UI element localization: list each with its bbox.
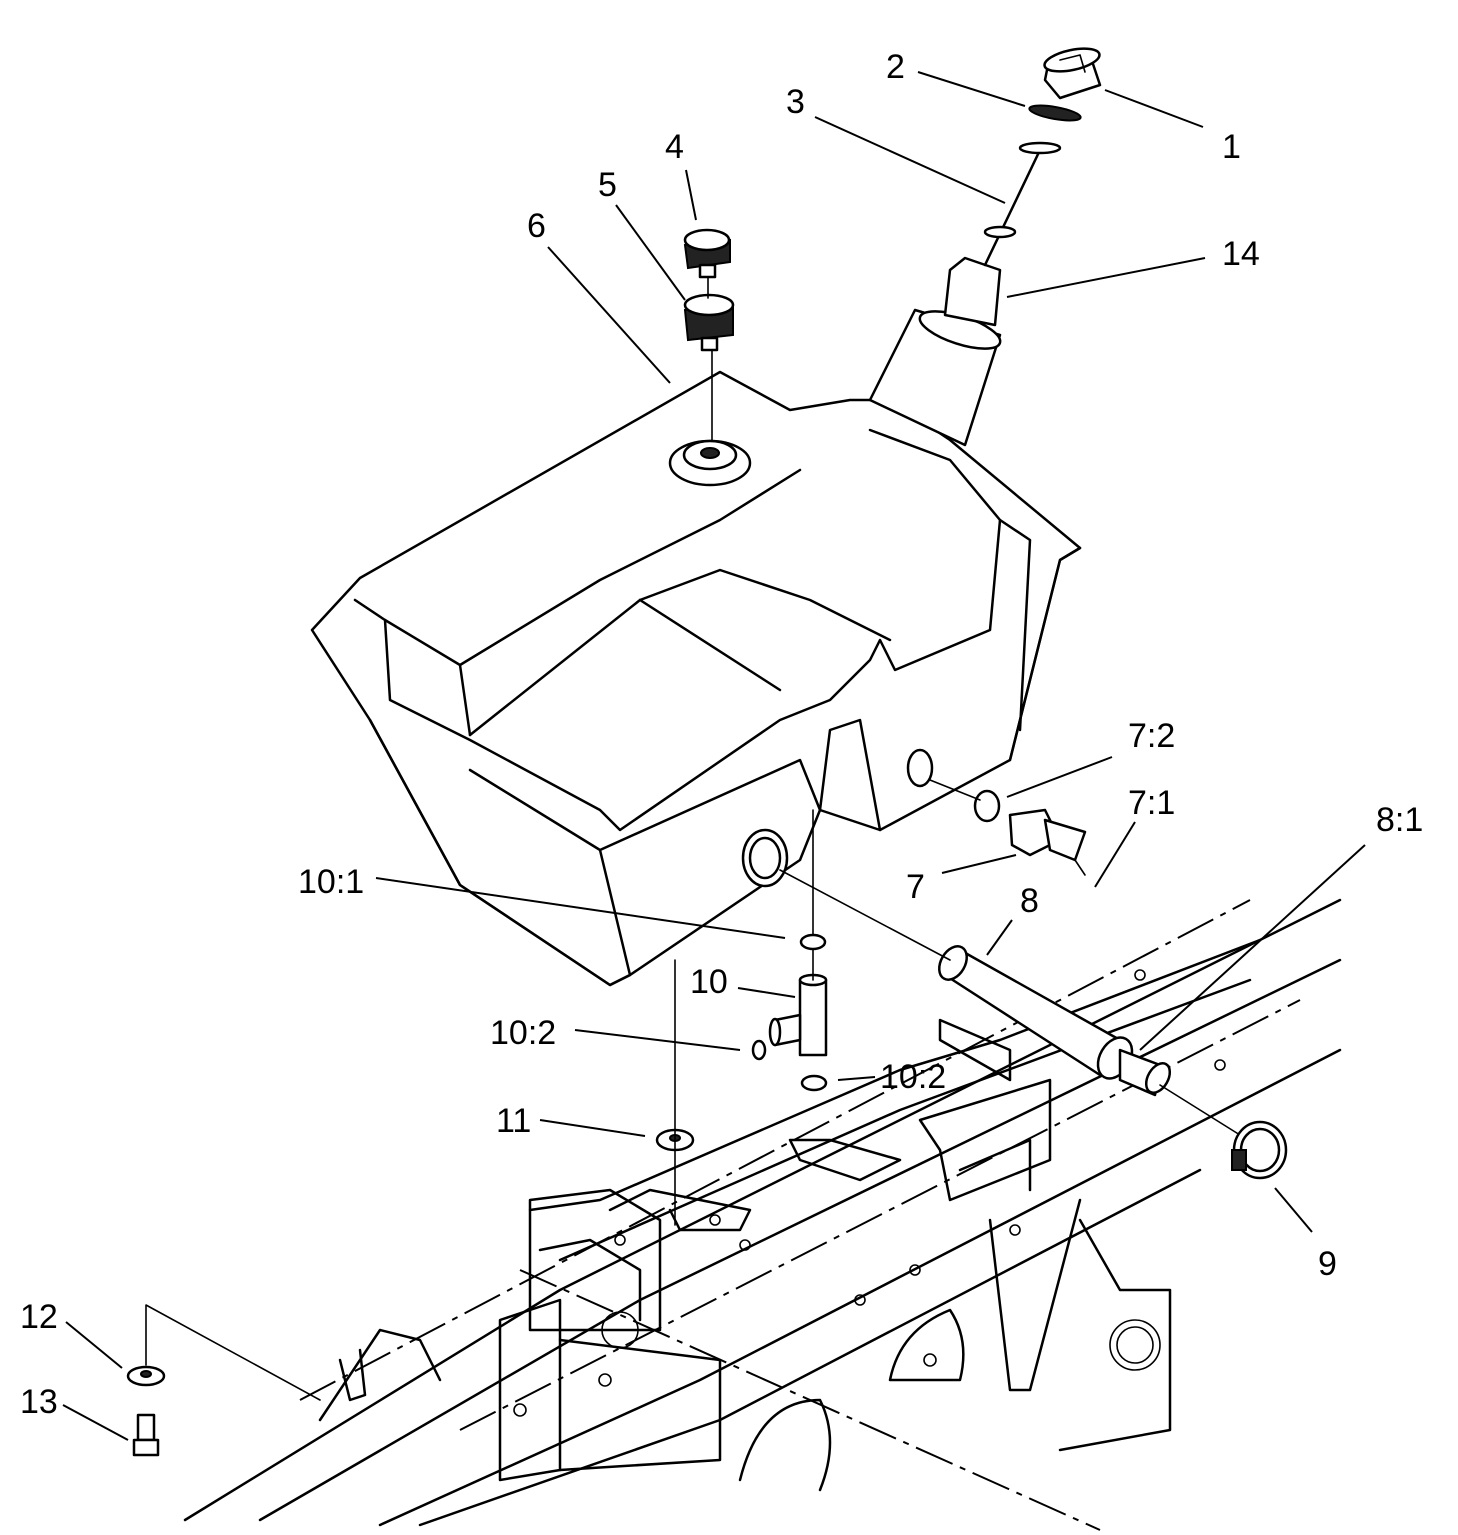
callout-14: 14 <box>1222 235 1260 273</box>
callout-10-2-left: 10:2 <box>490 1014 556 1052</box>
callout-10: 10 <box>690 963 728 1001</box>
part-cap <box>1043 47 1102 100</box>
part-4-knob <box>683 228 731 279</box>
part-5-knob <box>683 293 735 352</box>
callout-10-2-right: 10:2 <box>880 1058 946 1096</box>
callout-3: 3 <box>786 83 805 121</box>
callout-12: 12 <box>20 1298 58 1336</box>
leader-lines <box>62 71 1366 1441</box>
callout-8-1: 8:1 <box>1376 801 1423 839</box>
callout-4: 4 <box>665 128 684 166</box>
part-10-tee <box>768 973 828 1057</box>
fuel-tank <box>310 256 1082 987</box>
callout-7: 7 <box>906 868 925 906</box>
callout-10-1: 10:1 <box>298 863 364 901</box>
parts <box>126 47 1288 1457</box>
chassis-frame <box>183 898 1342 1531</box>
part-13-bolt <box>132 1413 160 1457</box>
callout-11: 11 <box>496 1102 531 1140</box>
callout-9: 9 <box>1318 1245 1337 1283</box>
part-9-clamp <box>1231 1120 1288 1180</box>
callout-5: 5 <box>598 166 617 204</box>
callout-2: 2 <box>886 48 905 86</box>
callout-1: 1 <box>1222 128 1241 166</box>
callout-7-1: 7:1 <box>1128 784 1175 822</box>
callout-labels: 1 2 3 4 5 6 14 7:2 7:1 7 8:1 8 10:1 10 1… <box>20 48 1423 1421</box>
part-8-hose <box>938 945 1172 1097</box>
callout-8: 8 <box>1020 882 1039 920</box>
callout-13: 13 <box>20 1383 58 1421</box>
part-7-fitting <box>1008 808 1087 876</box>
callout-7-2: 7:2 <box>1128 717 1175 755</box>
callout-6: 6 <box>527 207 546 245</box>
